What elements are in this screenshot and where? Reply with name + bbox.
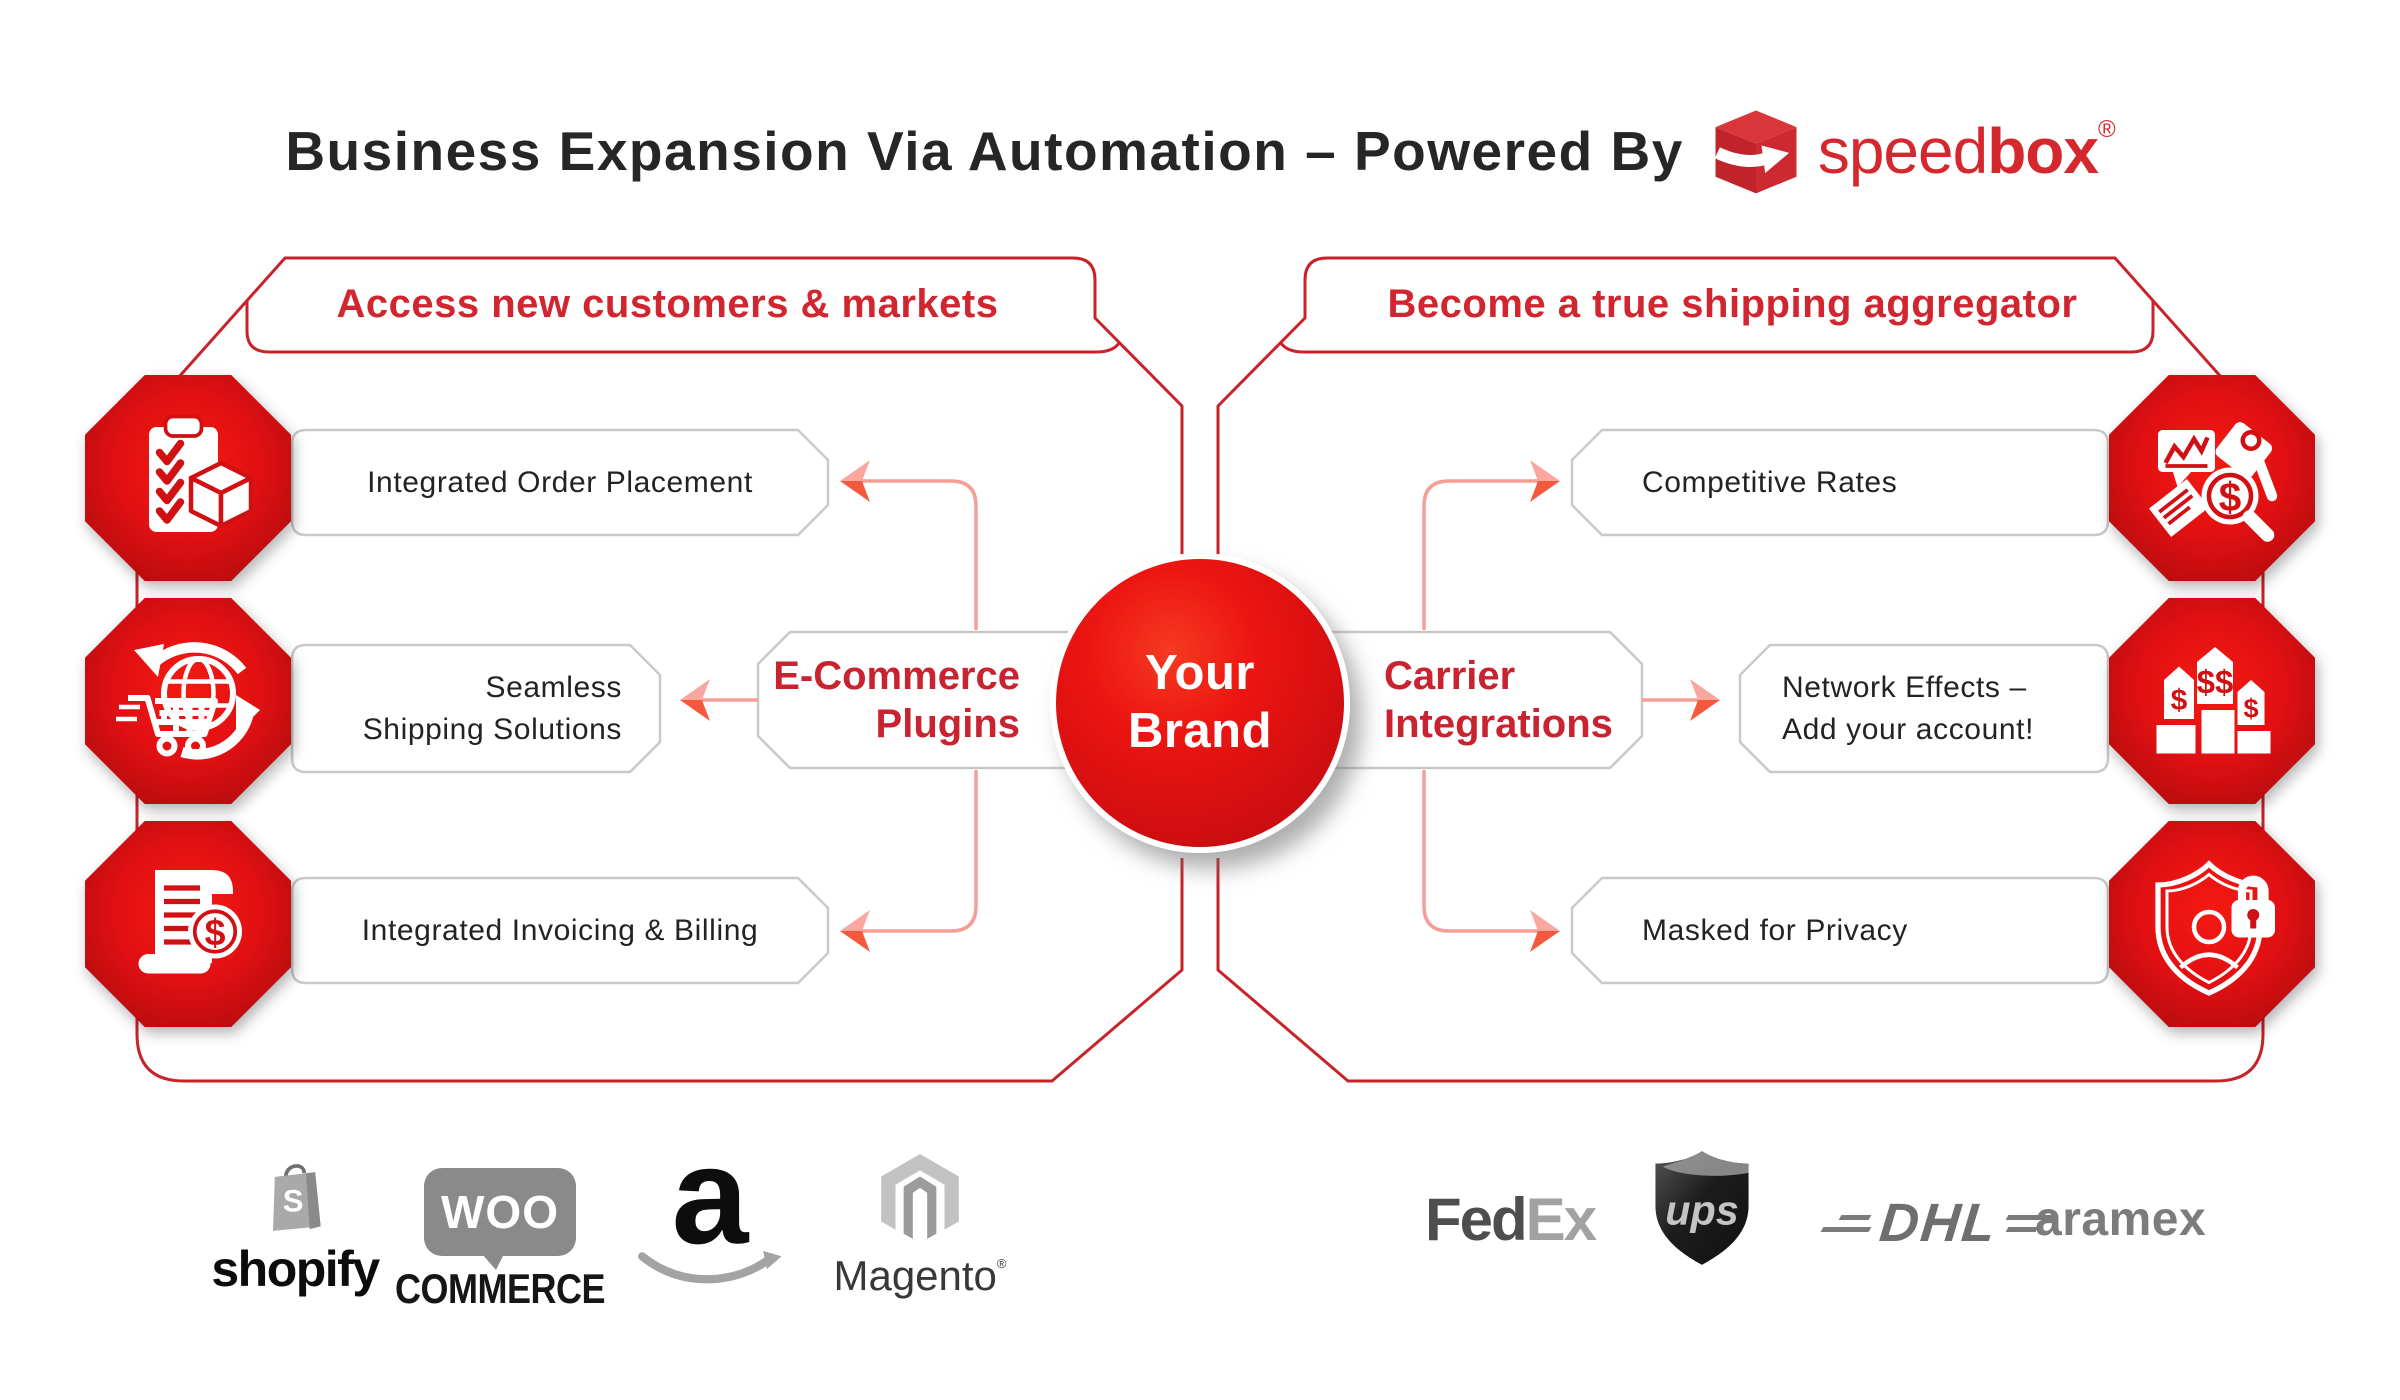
your-brand-circle: Your Brand bbox=[1050, 553, 1350, 853]
item-box-shapes bbox=[290, 428, 2110, 985]
item-network-effects: Network Effects – Add your account! bbox=[1782, 670, 2035, 746]
amazon-letter: a bbox=[671, 1119, 749, 1273]
octagon-competitive-rates: $ bbox=[2109, 375, 2315, 581]
svg-text:$: $ bbox=[205, 911, 226, 953]
partner-logo-magento: Magento® bbox=[830, 1152, 1010, 1300]
item-integrated-invoicing-billing: Integrated Invoicing & Billing bbox=[361, 913, 759, 947]
dhl-lines-left bbox=[1820, 1214, 1872, 1232]
page-title: Business Expansion Via Automation – Powe… bbox=[285, 120, 1684, 182]
octagon-shipping-solutions bbox=[85, 598, 291, 804]
octagon-invoicing-billing: $ bbox=[85, 821, 291, 1027]
dhl-wordmark: DHL bbox=[1876, 1193, 2001, 1253]
woo-bubble-tail bbox=[482, 1254, 504, 1270]
arrowheads bbox=[680, 460, 1720, 952]
svg-text:$: $ bbox=[2171, 684, 2188, 717]
woo-bubble-icon: WOO bbox=[424, 1168, 576, 1270]
partner-logo-aramex: aramex bbox=[2035, 1192, 2206, 1247]
rates-analysis-icon: $ bbox=[2149, 422, 2278, 542]
ups-wordmark: ups bbox=[1665, 1188, 1739, 1234]
magento-wordmark: Magento® bbox=[833, 1252, 1007, 1299]
aramex-wordmark: aramex bbox=[2035, 1193, 2207, 1246]
svg-text:S: S bbox=[283, 1184, 304, 1219]
item-competitive-rates: Competitive Rates bbox=[1642, 465, 1898, 499]
hub-carrier-integrations: Carrier Integrations bbox=[1384, 654, 1613, 746]
svg-text:$$: $$ bbox=[2197, 664, 2234, 701]
privacy-shield-icon bbox=[2155, 860, 2275, 996]
fedex-wordmark: FedEx bbox=[1425, 1186, 1597, 1253]
pricing-podium-icon: $ $$ $ bbox=[2156, 647, 2271, 754]
svg-text:$: $ bbox=[2243, 694, 2258, 724]
globe-cart-icon bbox=[116, 642, 260, 760]
shopify-wordmark: shopify bbox=[211, 1241, 380, 1297]
left-section-header: Access new customers & markets bbox=[336, 281, 999, 326]
partner-logo-woocommerce: WOO COMMERCE bbox=[390, 1168, 610, 1312]
octagon-privacy bbox=[2109, 821, 2315, 1027]
partner-logo-amazon: a bbox=[625, 1119, 795, 1293]
ups-shield-icon: ups bbox=[1655, 1151, 1749, 1265]
partner-logo-shopify: S shopify bbox=[175, 1158, 415, 1298]
item-masked-for-privacy: Masked for Privacy bbox=[1642, 913, 1908, 947]
svg-text:$: $ bbox=[2219, 474, 2242, 520]
magento-diamond-icon bbox=[881, 1154, 959, 1239]
woocommerce-wordmark: COMMERCE bbox=[395, 1264, 606, 1312]
your-brand-label: Your Brand bbox=[1127, 646, 1273, 758]
invoice-dollar-icon: $ bbox=[138, 870, 242, 974]
clipboard-checklist-box-icon bbox=[149, 414, 254, 532]
item-integrated-order-placement: Integrated Order Placement bbox=[367, 465, 753, 499]
speedbox-box-icon bbox=[1714, 110, 1797, 194]
title-row: Business Expansion Via Automation – Powe… bbox=[0, 96, 2400, 206]
octagon-order-placement bbox=[85, 375, 291, 581]
hub-ecommerce-plugins: E-Commerce Plugins bbox=[773, 654, 1020, 746]
partner-logo-fedex: FedEx bbox=[1425, 1185, 1597, 1254]
item-seamless-shipping-solutions: Seamless Shipping Solutions bbox=[362, 670, 622, 746]
partner-logo-ups: ups bbox=[1652, 1148, 1752, 1268]
shopify-bag-icon: S bbox=[273, 1164, 321, 1231]
partner-logo-dhl: DHL bbox=[1820, 1192, 2057, 1254]
octagon-network-effects: $ $$ $ bbox=[2109, 598, 2315, 804]
amazon-smile-icon bbox=[638, 1251, 782, 1284]
right-section-header: Become a true shipping aggregator bbox=[1387, 281, 2078, 326]
